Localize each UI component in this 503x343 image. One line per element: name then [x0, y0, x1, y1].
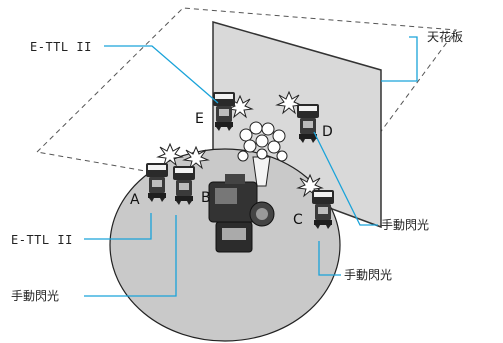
flower-vase — [237, 121, 288, 187]
label-ettl-left: E-TTL II — [11, 233, 73, 247]
flash-unit-a — [146, 163, 168, 202]
unit-letter-c: C — [293, 212, 303, 228]
label-ceiling: 天花板 — [427, 30, 464, 44]
leader-lines — [84, 36, 418, 297]
flash-unit-c — [312, 190, 334, 229]
unit-letter-d: D — [322, 124, 333, 140]
flash-unit-e — [213, 92, 235, 131]
label-ettl-top: E-TTL II — [30, 40, 92, 54]
flash-unit-d — [297, 104, 319, 143]
flash-unit-b — [173, 166, 195, 205]
unit-letter-b: B — [201, 190, 211, 206]
label-manual-c: 手動閃光 — [344, 268, 393, 282]
unit-letter-a: A — [130, 192, 140, 208]
label-manual-d: 手動閃光 — [381, 218, 430, 232]
camera-icon — [208, 174, 275, 253]
label-manual-left: 手動閃光 — [11, 289, 60, 303]
unit-letter-e: E — [195, 111, 204, 127]
